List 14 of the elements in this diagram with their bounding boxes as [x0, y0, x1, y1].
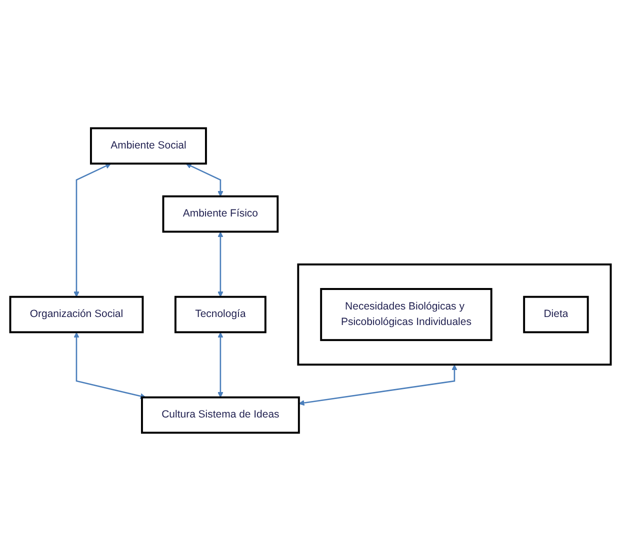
- arrow: [218, 231, 224, 297]
- arrow: [298, 364, 458, 406]
- cluster: [297, 262, 612, 366]
- node-box: Dieta: [523, 295, 589, 333]
- node-box: Organización Social: [9, 295, 144, 333]
- node-box: Cultura Sistema de Ideas: [141, 396, 300, 434]
- arrow: [218, 332, 224, 398]
- node-box: Necesidades Biológicas y Psicobiológicas Individuales: [320, 288, 492, 341]
- node-box: Tecnología: [174, 295, 266, 333]
- node-box: Ambiente Físico: [162, 194, 279, 232]
- arrow: [74, 162, 112, 297]
- arrow: [186, 162, 224, 196]
- node-box: Ambiente Social: [90, 126, 207, 164]
- arrow: [74, 332, 146, 398]
